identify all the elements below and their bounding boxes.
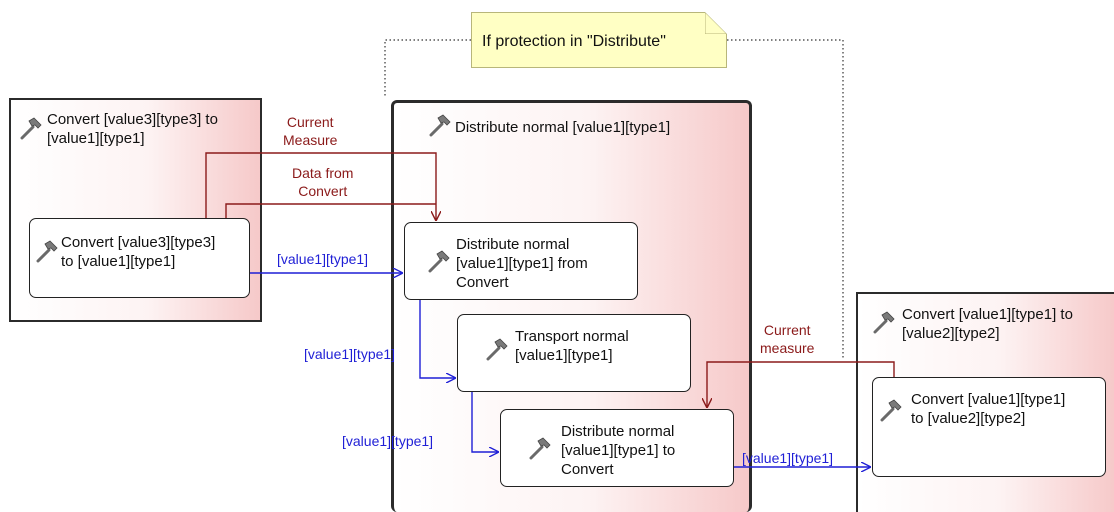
note-text: If protection in "Distribute" [482,33,666,50]
flow-label: [value1][type1] [277,251,369,267]
flow-link [471,392,498,452]
data-from-convert-link [225,203,436,218]
node-convert-value1-to-value2[interactable]: Convert [value1][type1] to [value2][type… [872,377,1106,477]
flow-label: [value1][type1] [304,346,396,362]
node-distribute-to-convert[interactable]: Distribute normal [value1][type1] to Con… [500,409,734,487]
data-from-convert-label: Data from Convert [292,165,354,199]
group-title: Distribute normal [value1][type1] [455,119,671,136]
group-title: Convert [value3][type3] to [value1][type… [47,111,218,147]
protection-dotted-line [384,39,471,98]
current-measure-link [205,152,436,220]
node-title: Convert [value1][type1] to [value2][type… [911,391,1066,427]
node-title: Convert [value3][type3] to [value1][type… [61,234,216,270]
current-measure-label: Current Measure [283,114,338,148]
flow-label: [value1][type1] [742,450,834,466]
note-fold-icon [705,12,727,34]
protection-dotted-line [727,39,844,360]
node-distribute-from-convert[interactable]: Distribute normal [value1][type1] from C… [404,222,638,300]
node-title: Transport normal [value1][type1] [515,328,629,364]
node-title: Distribute normal [value1][type1] from C… [456,236,588,291]
current-measure-link-2 [707,361,895,407]
node-transport-normal[interactable]: Transport normal [value1][type1] [457,314,691,392]
flow-label: [value1][type1] [342,433,434,449]
group-title: Convert [value1][type1] to [value2][type… [902,306,1073,342]
node-title: Distribute normal [value1][type1] to Con… [561,423,676,478]
protection-note[interactable]: If protection in "Distribute" [471,12,727,68]
current-measure-label: Current measure [760,322,815,356]
node-convert-value3-to-value1[interactable]: Convert [value3][type3] to [value1][type… [29,218,250,298]
flow-link [419,300,455,378]
